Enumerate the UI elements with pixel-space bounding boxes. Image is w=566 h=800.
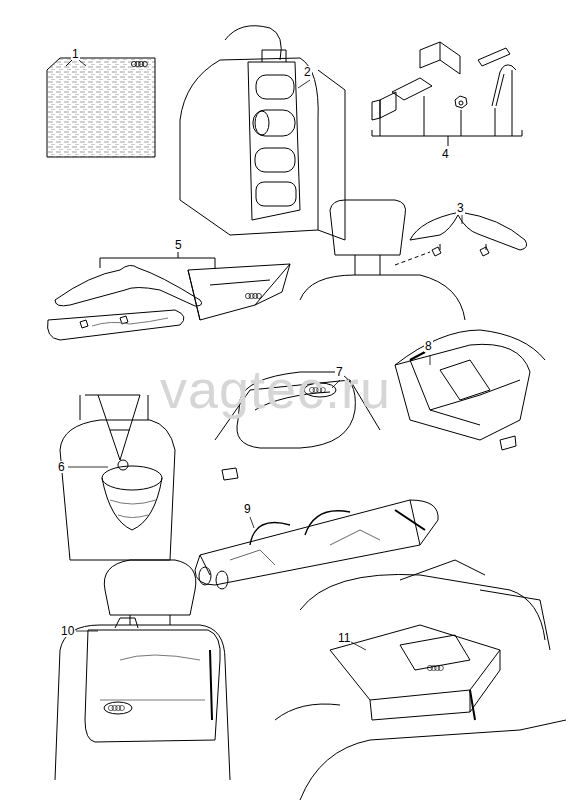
callout-number: 2 — [303, 66, 312, 78]
hanger-and-box — [48, 252, 291, 340]
watermark: vagtec.ru — [160, 362, 391, 416]
callout-number: 3 — [456, 202, 465, 214]
leader-lines — [68, 60, 462, 650]
callout-number: 1 — [71, 48, 80, 60]
waste-bag — [60, 395, 175, 560]
ski-bag — [195, 500, 438, 589]
callout-number: 8 — [424, 340, 433, 352]
mounting-hardware — [372, 42, 522, 146]
callout-number: 9 — [243, 503, 252, 515]
floor-mat — [47, 58, 155, 157]
callout-number: 11 — [337, 632, 351, 644]
seat-pocket-bag — [395, 330, 545, 450]
callout-number: 6 — [57, 461, 66, 473]
seat-back-bag — [55, 560, 230, 780]
coat-hanger-headrest — [300, 200, 527, 320]
console-bag — [275, 560, 566, 800]
seat-organizer — [180, 26, 345, 240]
callout-number: 10 — [60, 625, 75, 637]
callout-number: 5 — [174, 239, 183, 251]
callout-number: 4 — [441, 148, 450, 160]
